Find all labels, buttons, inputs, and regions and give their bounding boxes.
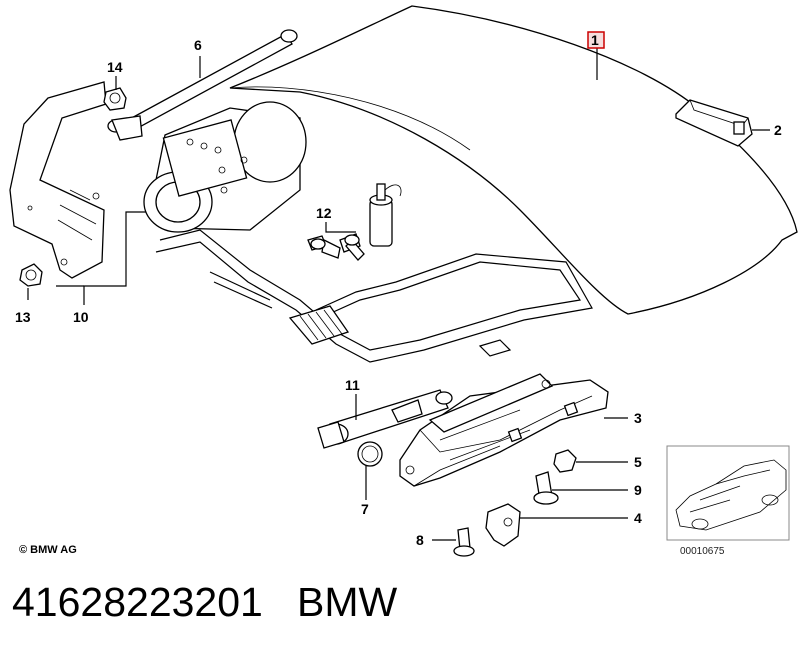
hydraulic-cylinder-part[interactable] [317,389,453,449]
copyright-text: © BMW AG [19,544,77,556]
callout-6[interactable]: 6 [194,37,202,53]
clip-part[interactable] [553,449,577,473]
callout-13[interactable]: 13 [15,309,31,325]
hydraulic-lines-part[interactable] [155,229,593,363]
bolt-part[interactable] [453,527,475,557]
pump-bracket-part[interactable] [9,81,107,279]
screw-part[interactable] [533,471,559,505]
leader-lines [27,48,770,541]
callout-11[interactable]: 11 [345,377,360,393]
nut-lower-part[interactable] [19,263,43,287]
hinge-bracket-part[interactable] [485,503,521,547]
callout-12[interactable]: 12 [316,205,332,221]
callout-5[interactable]: 5 [634,454,642,470]
brand-name: BMW [297,579,398,625]
trunk-lid-part[interactable] [229,5,798,315]
callout-9[interactable]: 9 [634,482,642,498]
callout-7[interactable]: 7 [361,501,369,517]
gas-strut-part[interactable] [107,29,298,141]
trunk-handle-part[interactable] [675,99,753,147]
vehicle-thumbnail: 00010675 [666,445,790,557]
hydraulic-pump-part[interactable] [143,101,307,233]
part-number: 41628223201 [12,579,263,625]
part-caption: 41628223201 BMW [12,582,397,623]
callout-8[interactable]: 8 [416,532,424,548]
callout-3[interactable]: 3 [634,410,642,426]
callout-2[interactable]: 2 [774,122,782,138]
bolts-part[interactable] [307,233,365,261]
callout-10[interactable]: 10 [73,309,89,325]
valve-part[interactable] [369,183,402,247]
callout-14[interactable]: 14 [107,59,123,75]
callout-4[interactable]: 4 [634,510,642,526]
reference-number: 00010675 [680,546,725,557]
nut-upper-part[interactable] [103,87,127,111]
circlip-part[interactable] [357,441,383,467]
callout-1-highlight [587,31,605,49]
hinge-assembly-part[interactable] [399,373,609,487]
callout-1[interactable]: 1 [591,32,599,48]
